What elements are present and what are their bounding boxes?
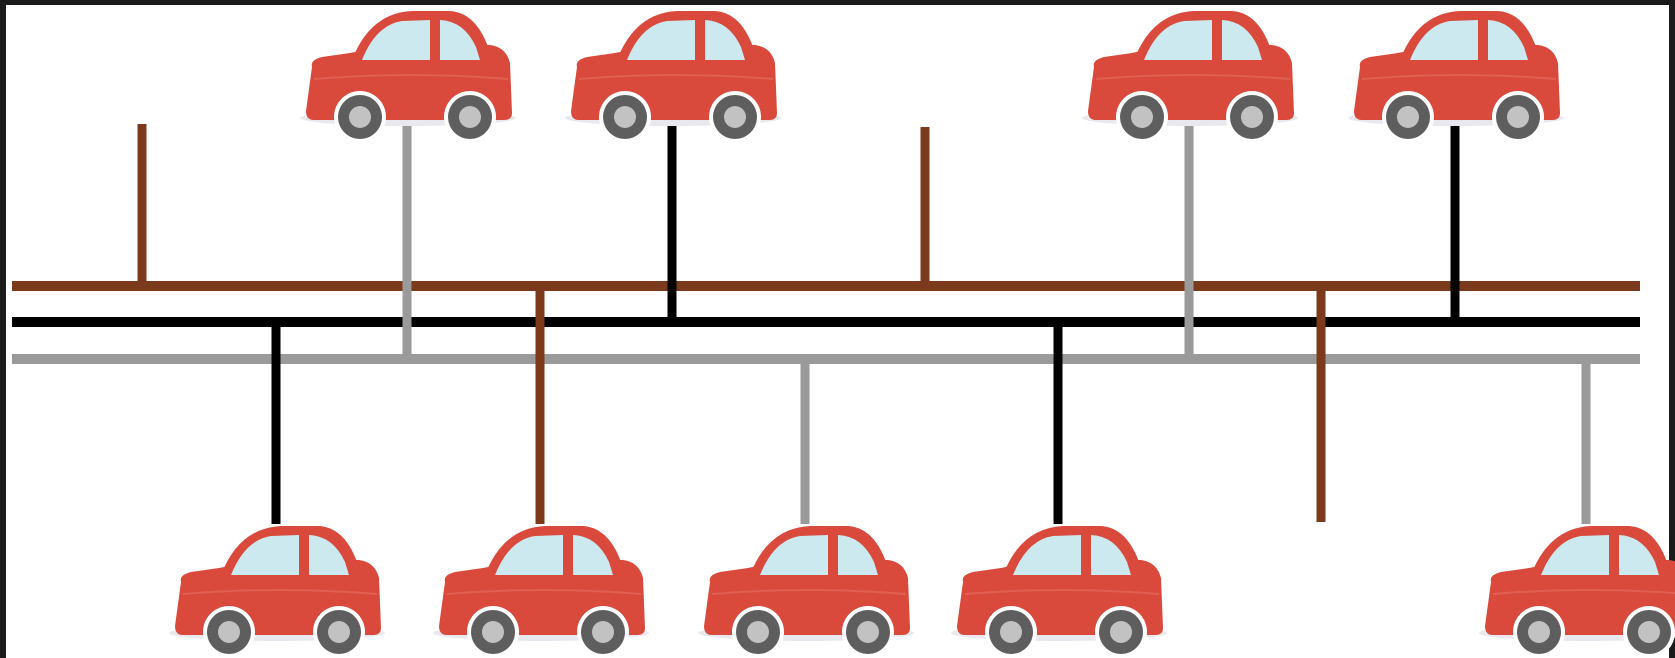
bus-network-diagram [0,0,1675,658]
